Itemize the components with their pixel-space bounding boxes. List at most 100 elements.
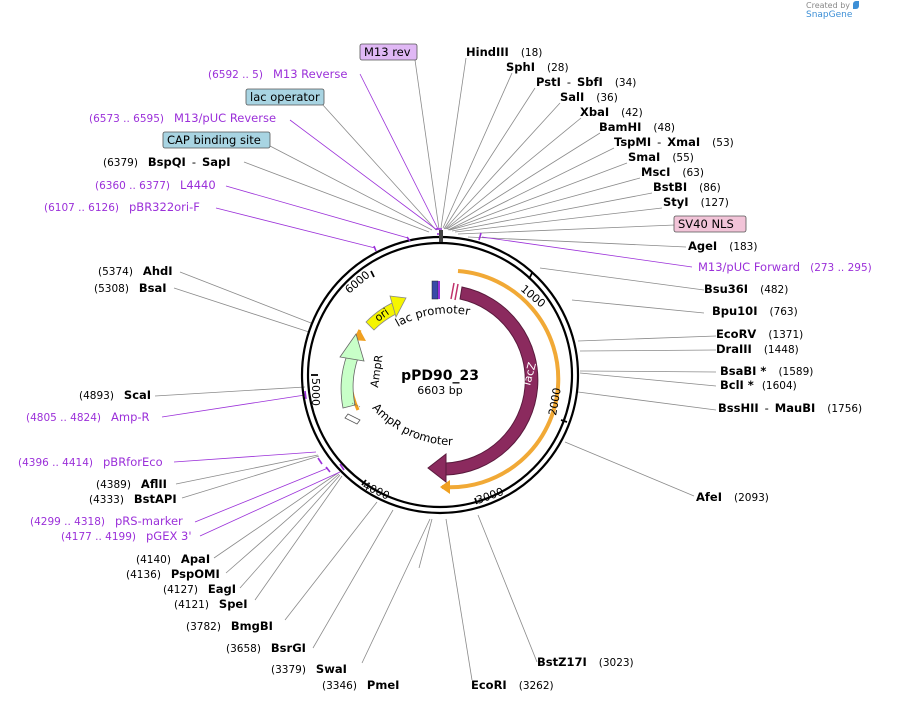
enzyme-name2: SbfI: [577, 75, 603, 89]
svg-text:(3346)PmeI: (3346)PmeI: [322, 678, 399, 692]
enzyme-name: AhdI: [143, 264, 173, 278]
primer-name: Amp-R: [111, 410, 150, 424]
mark-pgex3: [339, 463, 345, 471]
svg-text:SalI(36): SalI(36): [560, 90, 618, 104]
enzyme-pos: (48): [653, 122, 675, 134]
enzyme-pos: (763): [769, 306, 797, 318]
svg-text:(4136)PspOMI: (4136)PspOMI: [126, 567, 220, 581]
enzyme-name: XbaI: [580, 105, 609, 119]
leader-AflII: [175, 454, 319, 485]
enzyme-name: ScaI: [124, 388, 151, 402]
leader-BspQI: [243, 161, 430, 233]
leader-SphI: [442, 72, 513, 229]
enzyme-pos: (1448): [764, 344, 799, 356]
svg-text:(3782)BmgBI: (3782)BmgBI: [186, 619, 273, 633]
lacz-arrowhead: [427, 452, 447, 484]
svg-text:(4299 .. 4318)pRS-marker: (4299 .. 4318)pRS-marker: [30, 514, 183, 528]
leader-L4440: [225, 185, 409, 239]
lacz-label: lacZ: [520, 360, 539, 386]
mark-l4440: [406, 236, 411, 242]
primer-range: (4177 .. 4199): [61, 531, 136, 543]
enzyme-dash: -: [657, 135, 661, 149]
orf-orange-arrowhead: [440, 480, 450, 494]
enzyme-pos: (28): [547, 62, 569, 74]
enzyme-name: EcoRI: [471, 678, 507, 692]
enzyme-name: BsrGI: [271, 641, 306, 655]
enzyme-pos: (42): [621, 107, 643, 119]
tick-mark-1000: [528, 272, 533, 280]
enzyme-name: BssHII: [718, 401, 759, 415]
primer-range: (273 .. 295): [810, 262, 872, 274]
enzyme-pos: (3658): [226, 643, 261, 655]
enzyme-dash: -: [192, 155, 196, 169]
ori-arrowhead: [389, 295, 407, 319]
enzyme-pos: (2093): [734, 492, 769, 504]
sv40-mark-2: [454, 283, 459, 301]
svg-text:SphI(28): SphI (28): [506, 60, 569, 74]
leader-SmaI: [448, 162, 628, 231]
backbone-inner: [306, 241, 574, 509]
svg-text:XbaI(42): XbaI (42): [580, 105, 643, 119]
enzyme-name: TspMI: [614, 135, 651, 149]
plasmid-size: 6603 bp: [417, 384, 462, 397]
primer-name: M13/pUC Reverse: [174, 111, 276, 125]
enzymes-left: (6379)BspQI-SapI (5374)AhdI (5308)BsaI (…: [79, 155, 399, 692]
enzyme-name: BmgBI: [231, 619, 273, 633]
tick-mark-6000: [370, 270, 375, 278]
leader-sv40: [457, 224, 676, 235]
leader-BsaI: [173, 287, 310, 333]
lacop-label: lac operator: [250, 90, 320, 104]
enzyme-name: StyI: [663, 195, 689, 209]
leader-SpeI: [254, 475, 343, 601]
snapgene-logo-icon: [852, 1, 859, 9]
tick-mark-3000: [474, 497, 478, 505]
leader-Amp-R: [161, 394, 306, 418]
leader-SalI: [444, 102, 561, 230]
mark-m13puc-forward: [478, 232, 482, 241]
leader-BsrGI: [312, 509, 394, 649]
mark-pbrforeco: [317, 457, 323, 465]
enzyme-name: BsaBI *: [720, 364, 766, 378]
primer-range: (6573 .. 6595): [89, 113, 164, 125]
leader-ScaI: [154, 386, 306, 397]
enzyme-pos: (3346): [322, 680, 357, 692]
primers-left: (6592 .. 5)M13 Reverse (6573 .. 6595)M13…: [18, 67, 347, 543]
primer-marks: [304, 228, 482, 473]
enzyme-pos: (1589): [778, 366, 813, 378]
enzyme-name2: MauBI: [775, 401, 815, 415]
svg-text:Bpu10I(763): Bpu10I(763): [712, 304, 798, 318]
enzyme-name: BspQI: [148, 155, 186, 169]
svg-text:(3658)BsrGI: (3658) BsrGI: [226, 641, 306, 655]
enzyme-name: BstBI: [653, 180, 687, 194]
leader-BclI: [579, 372, 717, 387]
mark-prs-marker: [325, 466, 331, 473]
enzyme-pos: (6379): [103, 157, 138, 169]
leader-HindIII: [440, 57, 467, 229]
primers-right: M13/pUC Forward(273 .. 295): [698, 260, 872, 274]
cap-label: CAP binding site: [167, 133, 261, 147]
leader-BstAPI: [181, 455, 320, 499]
enzyme-pos: (3023): [599, 657, 634, 669]
enzyme-pos: (86): [699, 182, 721, 194]
leader-EagI: [239, 474, 341, 589]
primer-range: (6592 .. 5): [208, 69, 263, 81]
leader-BamHI: [446, 132, 601, 230]
primer-name: pRS-marker: [115, 514, 183, 528]
svg-text:(4177 .. 4199)pGEX 3': (4177 .. 4199) pGEX 3': [61, 529, 192, 543]
enzyme-name2: XmaI: [667, 135, 700, 149]
primer-name: pGEX 3': [146, 529, 192, 543]
ampr-promoter-label: AmpR promoter: [370, 401, 454, 449]
enzyme-name: BstAPI: [134, 492, 177, 506]
leader-ApaI: [213, 472, 339, 559]
cap-label-box: [162, 131, 271, 149]
leader-EcoRV: [577, 335, 717, 342]
svg-text:PstI-SbfI(34): PstI-SbfI(34): [536, 75, 636, 89]
enzyme-pos: (55): [672, 152, 694, 164]
leader-lacop: [321, 103, 437, 231]
leader-BssHII: [577, 391, 717, 411]
leader-AhdI: [179, 271, 312, 324]
primer-name: L4440: [180, 178, 216, 192]
lacop-label-box: [245, 88, 325, 106]
enzyme-name: SphI: [506, 60, 535, 74]
